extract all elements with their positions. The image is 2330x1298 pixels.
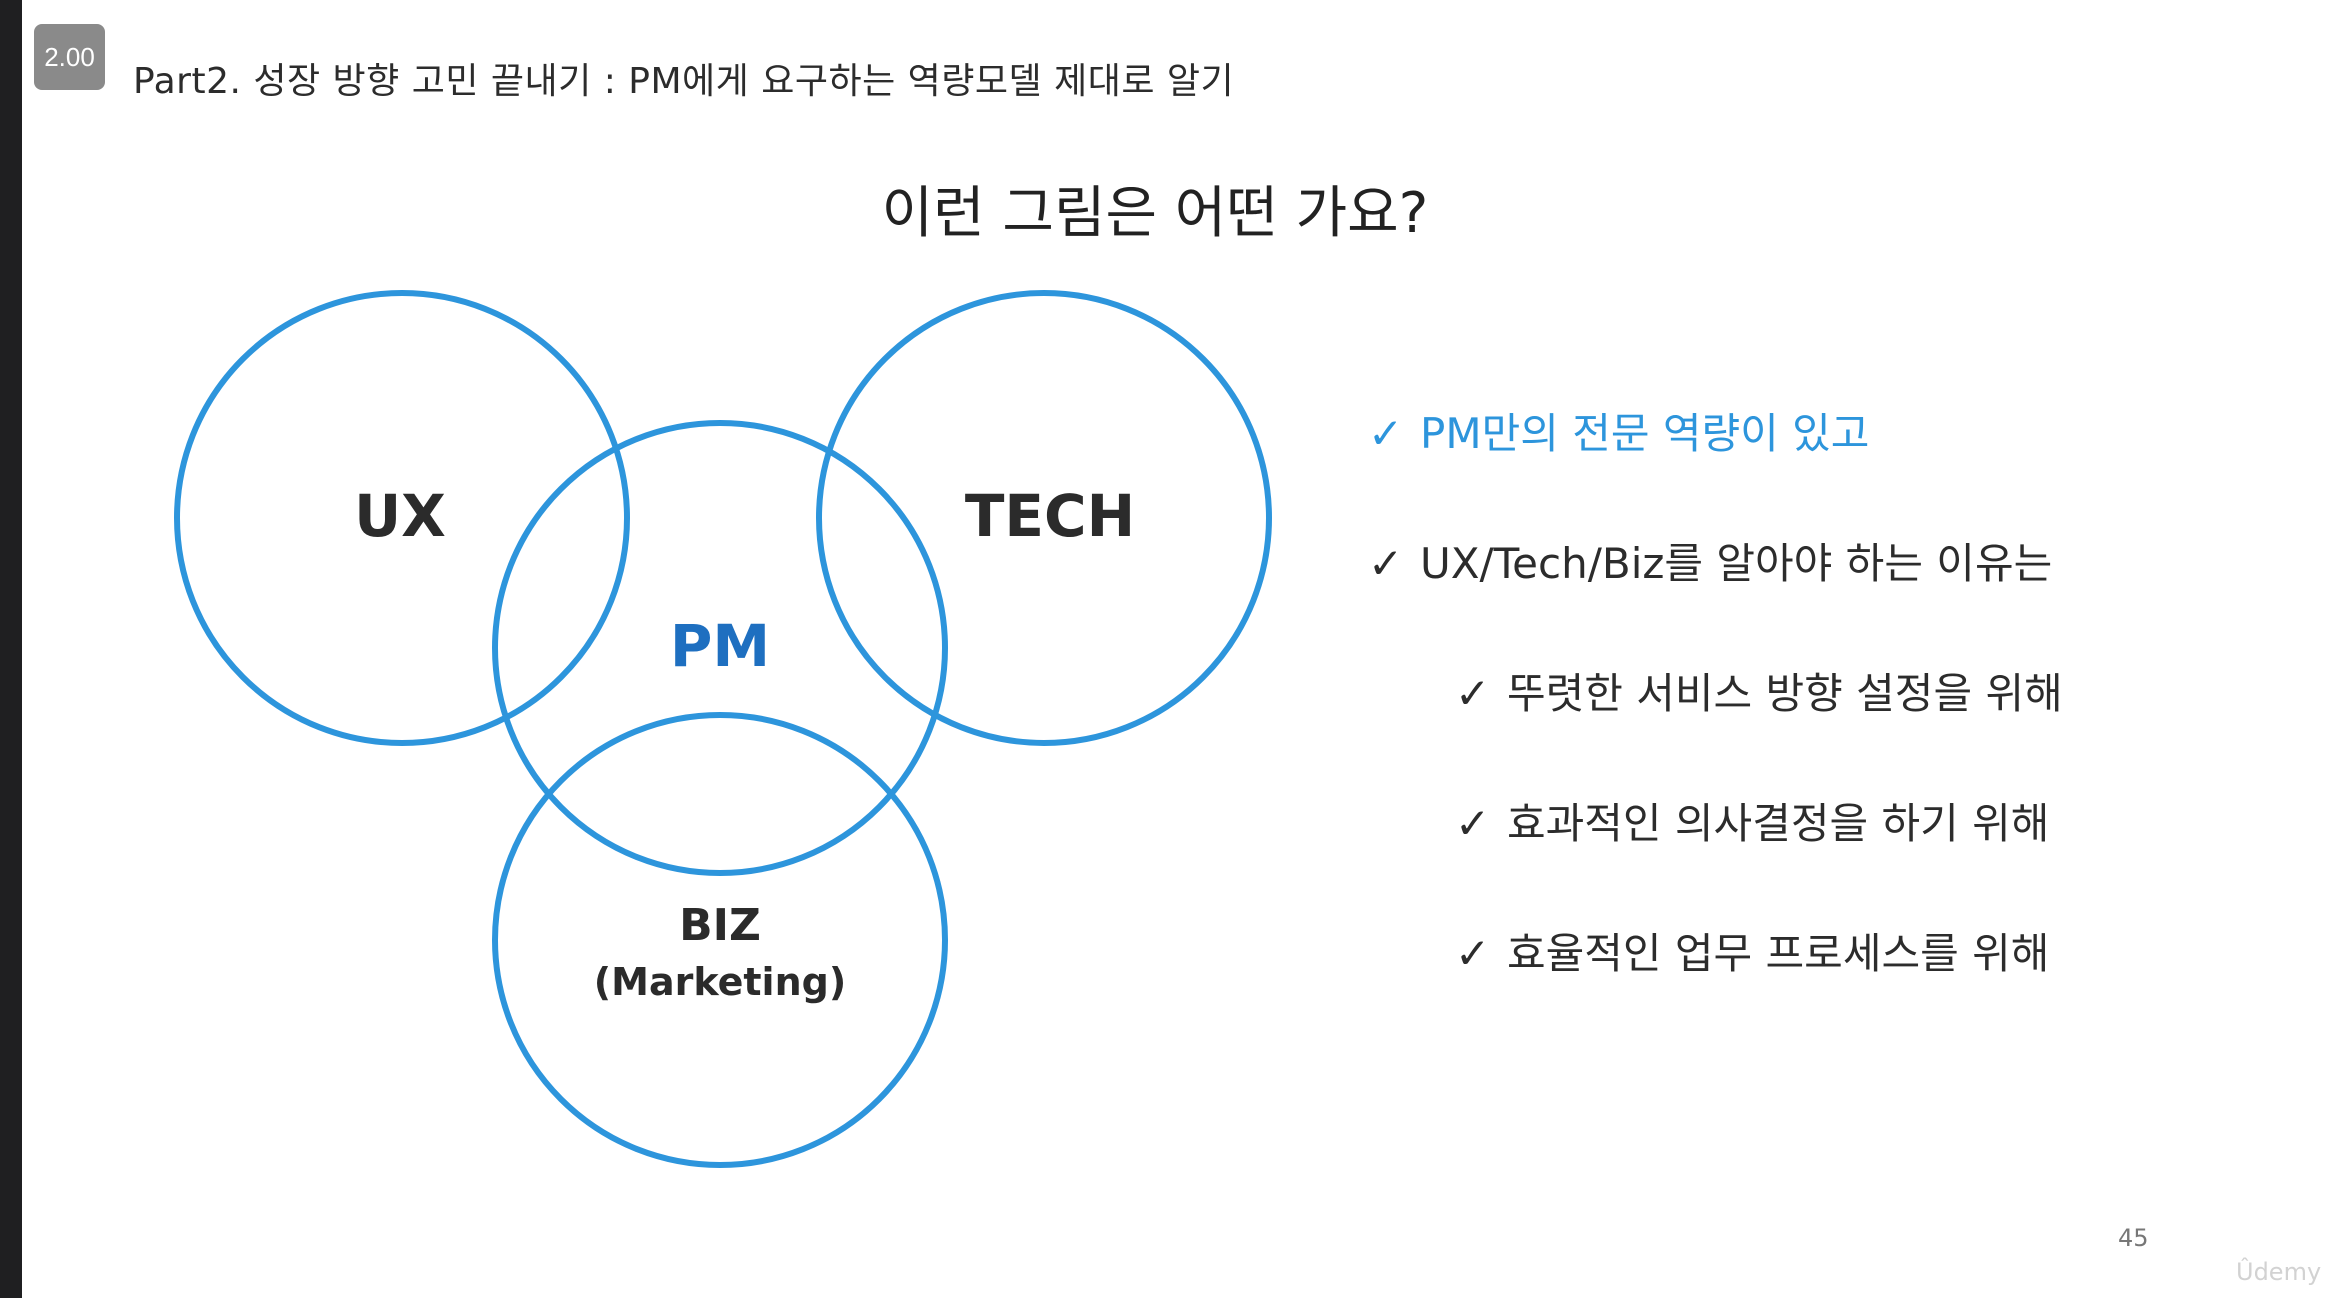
checklist-item-text: UX/Tech/Biz를 알아야 하는 이유는: [1420, 539, 2053, 588]
slide-title: 이런 그림은 어떤 가요?: [881, 181, 1429, 246]
player-left-edge: [0, 0, 22, 1298]
udemy-watermark: Ûdemy: [2236, 1258, 2322, 1286]
playback-speed-button[interactable]: 2.00: [34, 24, 105, 90]
checklist-item: ✓ UX/Tech/Biz를 알아야 하는 이유는: [1368, 530, 2052, 591]
checklist-item: ✓ 뚜렷한 서비스 방향 설정을 위해: [1455, 660, 2063, 721]
checkmark-icon: ✓: [1368, 539, 1404, 588]
checklist-item-text: PM만의 전문 역량이 있고: [1420, 409, 1870, 458]
checkmark-icon: ✓: [1368, 409, 1404, 458]
venn-circle-biz: [492, 712, 948, 1168]
checkmark-icon: ✓: [1455, 669, 1491, 718]
venn-circle-pm: [492, 420, 948, 876]
venn-label-biz-title: BIZ: [679, 900, 761, 951]
venn-circle-ux: [174, 290, 630, 746]
checklist-item: ✓ 효과적인 의사결정을 하기 위해: [1455, 790, 2049, 851]
venn-label-ux: UX: [354, 482, 446, 550]
checkmark-icon: ✓: [1455, 799, 1491, 848]
checklist-item-text: 효과적인 의사결정을 하기 위해: [1507, 799, 2050, 848]
checklist-item-text: 효율적인 업무 프로세스를 위해: [1507, 929, 2050, 978]
checkmark-icon: ✓: [1455, 929, 1491, 978]
venn-label-biz: BIZ (Marketing): [560, 898, 880, 1010]
checklist-item: ✓ PM만의 전문 역량이 있고: [1368, 400, 1869, 461]
slide-page-number: 45: [2118, 1224, 2149, 1252]
section-header: Part2. 성장 방향 고민 끝내기 : PM에게 요구하는 역량모델 제대로…: [133, 61, 1235, 102]
checklist-item: ✓ 효율적인 업무 프로세스를 위해: [1455, 920, 2049, 981]
checklist-item-text: 뚜렷한 서비스 방향 설정을 위해: [1507, 669, 2063, 718]
venn-label-tech: TECH: [964, 482, 1136, 550]
venn-label-biz-subtitle: (Marketing): [593, 960, 847, 1004]
venn-label-pm: PM: [669, 612, 771, 680]
venn-circle-tech: [816, 290, 1272, 746]
